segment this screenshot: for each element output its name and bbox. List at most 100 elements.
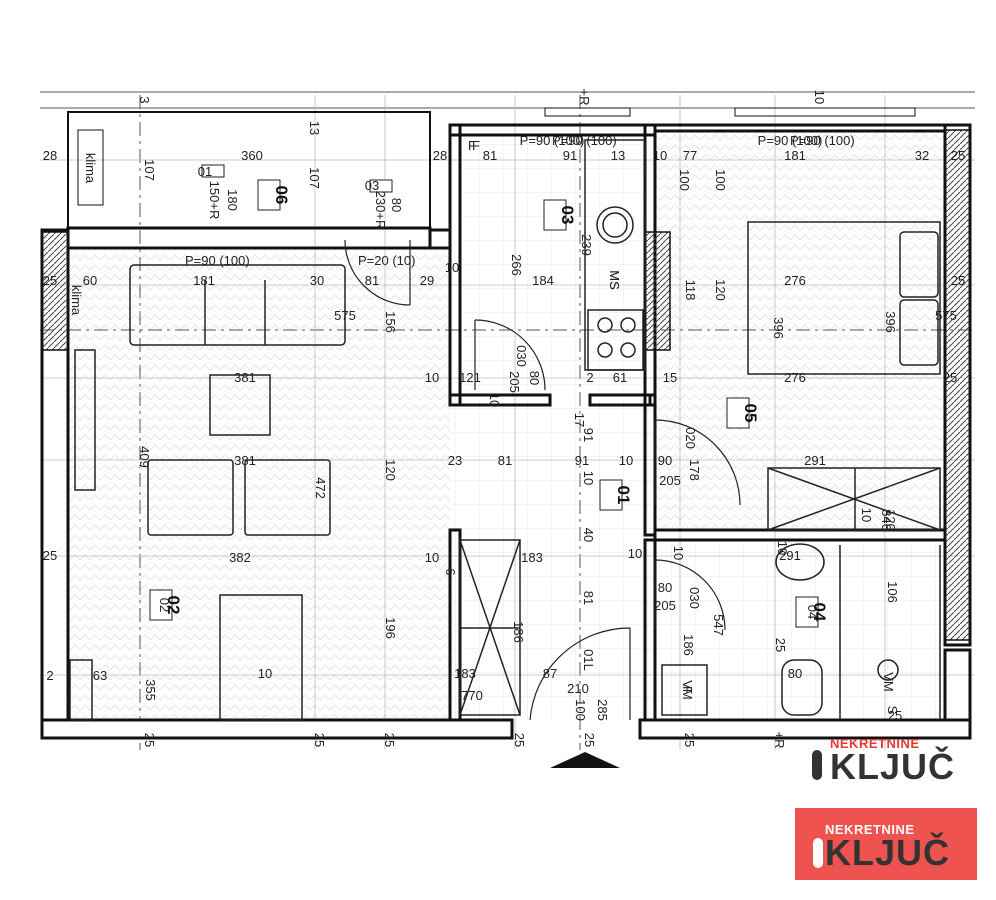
dimension-label: 100 xyxy=(573,699,588,721)
logo-bottom: NEKRETNINE KLJUČ xyxy=(795,808,977,880)
dimension-label: 25 xyxy=(951,273,965,288)
dimension-label: 181 xyxy=(784,148,806,163)
dimension-label: 120 xyxy=(883,509,898,531)
dimension-label: 150+R xyxy=(207,181,222,220)
dimension-label: 10 xyxy=(628,546,642,561)
dimension-label: 382 xyxy=(229,550,251,565)
f-label: F xyxy=(472,138,480,153)
dimension-label: 575 xyxy=(935,308,957,323)
dimension-label: 91 xyxy=(575,453,589,468)
dimension-label: 77 xyxy=(683,148,697,163)
door-label-2: P=20 (10) xyxy=(358,253,415,268)
dimension-label: P=90 (100) xyxy=(758,133,823,148)
room-label-01: 01 xyxy=(614,486,633,505)
dimension-label: 180 xyxy=(225,189,240,211)
floor-room-06 xyxy=(68,112,430,228)
dimension-label: 13 xyxy=(307,121,322,135)
dimension-label: 80 xyxy=(389,198,404,212)
dimension-label: 80 xyxy=(788,666,802,681)
dimension-label: 28 xyxy=(433,148,447,163)
room-label-05: 05 xyxy=(741,404,760,423)
dimension-label: 196 xyxy=(383,617,398,639)
dimension-label: 396 xyxy=(771,317,786,339)
dimension-label: 3 xyxy=(137,96,152,103)
dimension-label: 020 xyxy=(683,427,698,449)
dimension-label: 80 xyxy=(658,580,672,595)
dimension-label: 10 xyxy=(671,546,686,560)
dimension-label: 01 xyxy=(198,164,212,179)
dimension-label: 266 xyxy=(509,254,524,276)
dimension-label: 472 xyxy=(313,477,328,499)
dimension-label: 10 xyxy=(425,550,439,565)
dimension-label: 10 xyxy=(812,90,827,104)
dimension-label: 120 xyxy=(713,279,728,301)
dimension-label: 10 xyxy=(258,666,272,681)
dimension-label: 91 xyxy=(581,428,596,442)
dimension-label: 10 xyxy=(445,260,459,275)
dimension-label: 25 xyxy=(773,638,788,652)
dimension-label: 10 xyxy=(619,453,633,468)
room-label-02: 02 xyxy=(164,596,183,615)
dimension-label: 25 xyxy=(382,733,397,747)
klima-label-top: klima xyxy=(83,153,98,184)
dimension-label: 87 xyxy=(543,666,557,681)
dimension-label: 23 xyxy=(448,453,462,468)
dimension-label: 61 xyxy=(613,370,627,385)
dimension-label: P=90 (100) xyxy=(520,133,585,148)
dimension-label: 575 xyxy=(334,308,356,323)
dimension-label: S xyxy=(885,706,900,715)
dimension-label: 04 xyxy=(805,605,820,619)
dimension-label: 239 xyxy=(579,234,594,256)
dimension-label: 15 xyxy=(663,370,677,385)
dimension-label: 770 xyxy=(461,688,483,703)
dimension-label: +R xyxy=(772,732,787,749)
vm-label: VM xyxy=(680,680,695,700)
dimension-label: 396 xyxy=(883,311,898,333)
entrance-arrow-icon xyxy=(550,752,620,768)
dimension-label: 030 xyxy=(687,587,702,609)
dimension-label: 230+R xyxy=(373,191,388,230)
dimension-label: 01L xyxy=(581,649,596,671)
dimension-label: 30 xyxy=(310,273,324,288)
dimension-label: 2 xyxy=(586,370,593,385)
dimension-label: VM xyxy=(881,672,896,692)
dimension-label: 60 xyxy=(83,273,97,288)
dimension-label: 25 xyxy=(682,733,697,747)
dimension-label: 90 xyxy=(658,453,672,468)
dimension-label: 6 xyxy=(443,568,458,575)
dimension-label: 10 xyxy=(653,148,667,163)
dimension-label: 183 xyxy=(454,666,476,681)
dimension-label: 10 xyxy=(775,541,790,555)
floor-room-02 xyxy=(68,250,450,720)
dimension-label: 100 xyxy=(713,169,728,191)
dimension-label: 547 xyxy=(711,614,726,636)
door-label-3: P=90 (100) xyxy=(552,133,617,148)
dimension-label: 186 xyxy=(511,621,526,643)
door-label-1: P=90 (100) xyxy=(185,253,250,268)
key-icon xyxy=(813,838,823,868)
dimension-label: 210 xyxy=(567,681,589,696)
dimension-label: 80 xyxy=(527,371,542,385)
dimension-label: 178 xyxy=(687,459,702,481)
dimension-label: 91 xyxy=(563,148,577,163)
dimension-label: 25 xyxy=(512,733,527,747)
dimension-label: 156 xyxy=(383,311,398,333)
dimension-label: 25 xyxy=(43,548,57,563)
dimension-label: 205 xyxy=(507,371,522,393)
dimension-label: +R xyxy=(577,89,592,106)
dimension-label: 40 xyxy=(581,528,596,542)
dimension-label: 25 xyxy=(43,273,57,288)
dimension-label: 276 xyxy=(784,273,806,288)
dimension-label: 10 xyxy=(859,508,874,522)
dimension-label: 25 xyxy=(943,370,957,385)
dimension-label: 186 xyxy=(681,634,696,656)
dimension-label: 25 xyxy=(142,733,157,747)
dimension-label: 205 xyxy=(654,598,676,613)
dimension-label: 360 xyxy=(241,148,263,163)
dimension-label: 106 xyxy=(885,581,900,603)
dimension-label: 355 xyxy=(143,679,158,701)
dimension-label: 107 xyxy=(307,167,322,189)
dimension-label: 25 xyxy=(951,148,965,163)
key-icon xyxy=(812,750,822,780)
